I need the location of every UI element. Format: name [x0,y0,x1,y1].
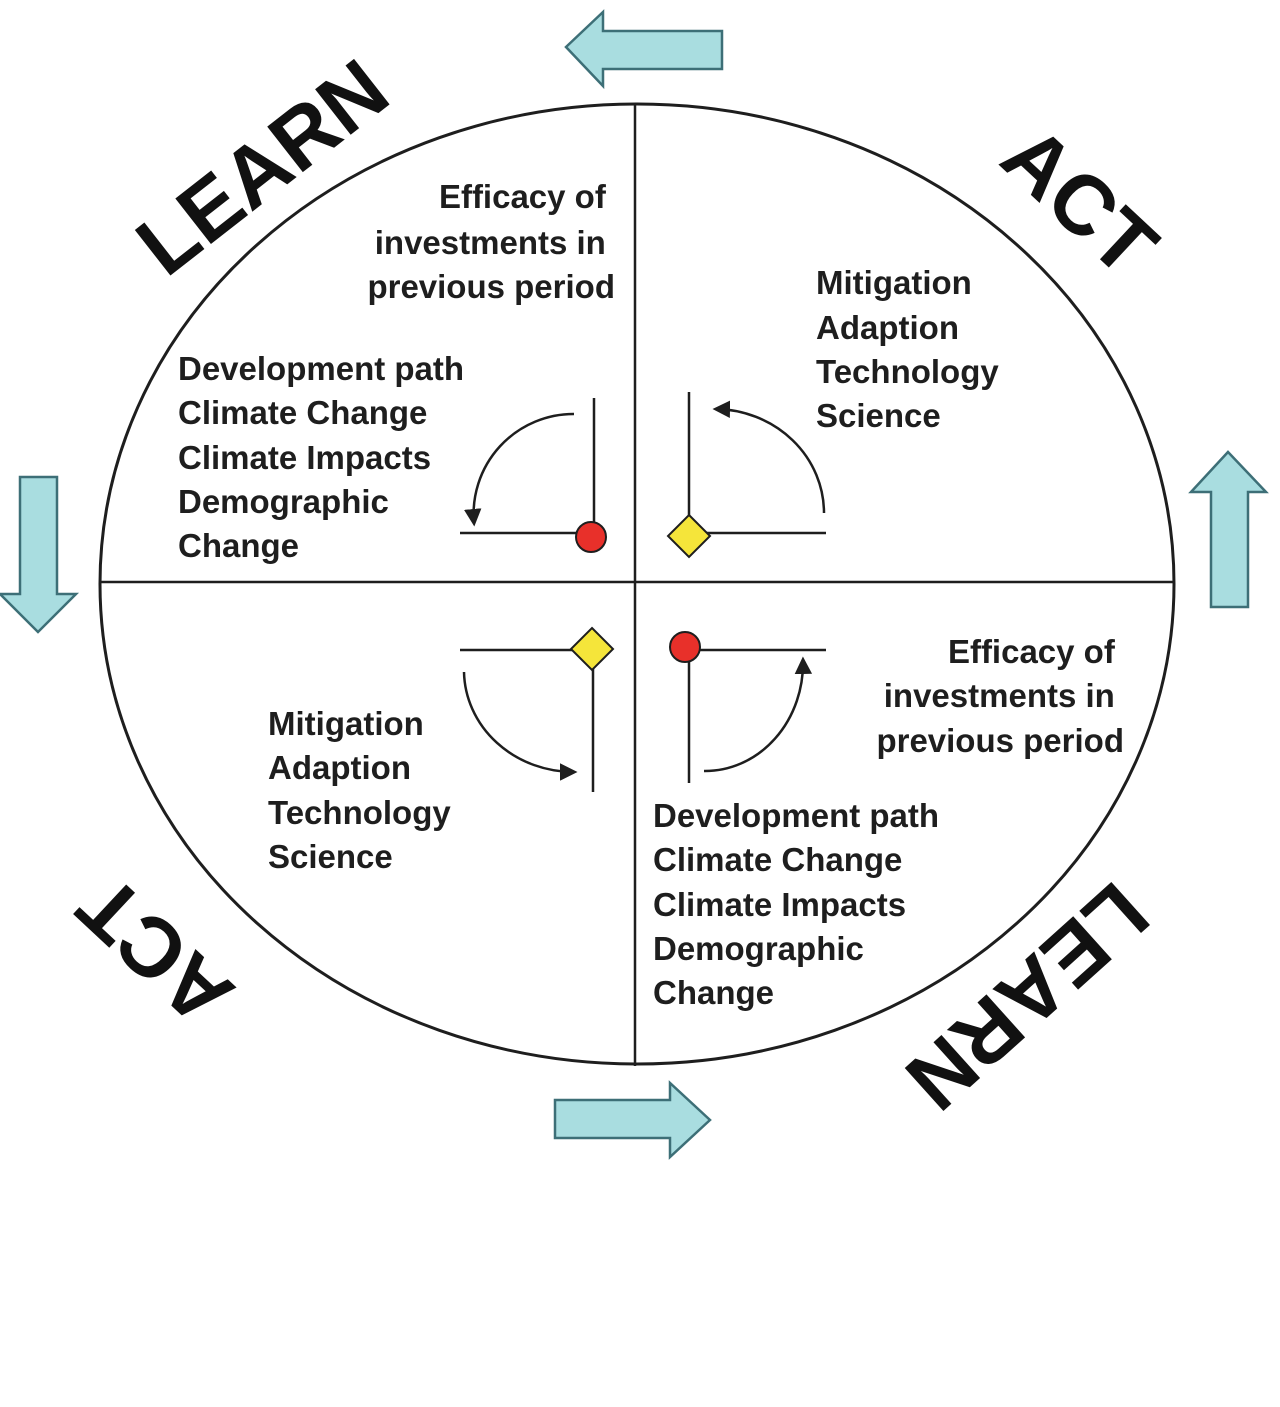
phase-label-learn-bottom: LEARN [888,865,1166,1128]
phase-label-act-top: ACT [985,108,1175,294]
quadrant-bottom-left: Mitigation Adaption Technology Science [268,626,615,875]
cycle-ellipse [98,102,1176,1066]
curved-arrow-icon [712,400,826,514]
curved-arrow-icon [464,412,575,527]
efficacy-text: Efficacy of investments in previous peri… [367,178,615,305]
quadrant-top-right: Mitigation Adaption Technology Science [666,264,1008,559]
efficacy-text: Efficacy of investments in previous peri… [876,633,1124,759]
arrow-left-icon [564,9,724,90]
factors-list: Development path Climate Change Climate … [653,797,948,1011]
arrow-right-icon [553,1080,712,1160]
actions-list: Mitigation Adaption Technology Science [268,705,460,875]
red-circle-icon [669,631,701,663]
red-circle-icon [575,521,607,553]
factors-list: Development path Climate Change Climate … [178,350,473,564]
phase-label-learn-top: LEARN [119,41,405,293]
actions-list: Mitigation Adaption Technology Science [816,264,1008,434]
curved-arrow-icon [462,671,578,781]
quadrant-bottom-right: Efficacy of investments in previous peri… [653,631,1124,1011]
curved-arrow-icon [703,656,813,773]
arrow-up-icon [1188,450,1269,609]
yellow-diamond-icon [666,513,712,559]
yellow-diamond-icon [569,626,615,672]
quadrant-top-left: Efficacy of investments in previous peri… [178,178,615,564]
phase-label-act-bottom: ACT [60,858,250,1044]
arrow-down-icon [0,475,80,634]
